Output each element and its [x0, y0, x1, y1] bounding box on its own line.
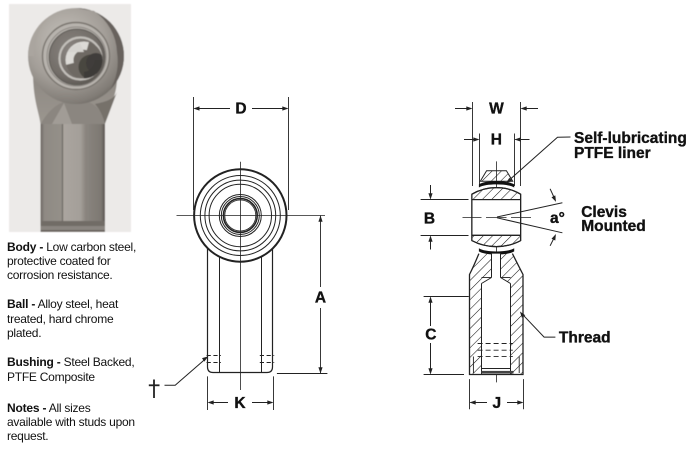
svg-text:Clevis: Clevis — [581, 204, 627, 221]
svg-text:Thread: Thread — [559, 330, 611, 347]
svg-text:A: A — [315, 290, 326, 307]
svg-text:W: W — [489, 101, 504, 118]
svg-text:H: H — [491, 132, 502, 149]
svg-text:C: C — [425, 327, 436, 344]
svg-text:K: K — [234, 395, 246, 412]
svg-text:D: D — [235, 101, 246, 118]
svg-text:Mounted: Mounted — [581, 218, 646, 235]
svg-text:Self-lubricating: Self-lubricating — [574, 130, 687, 147]
svg-text:a°: a° — [550, 210, 565, 227]
svg-text:PTFE liner: PTFE liner — [574, 145, 651, 162]
svg-text:B: B — [424, 211, 435, 228]
svg-text:J: J — [492, 395, 501, 412]
